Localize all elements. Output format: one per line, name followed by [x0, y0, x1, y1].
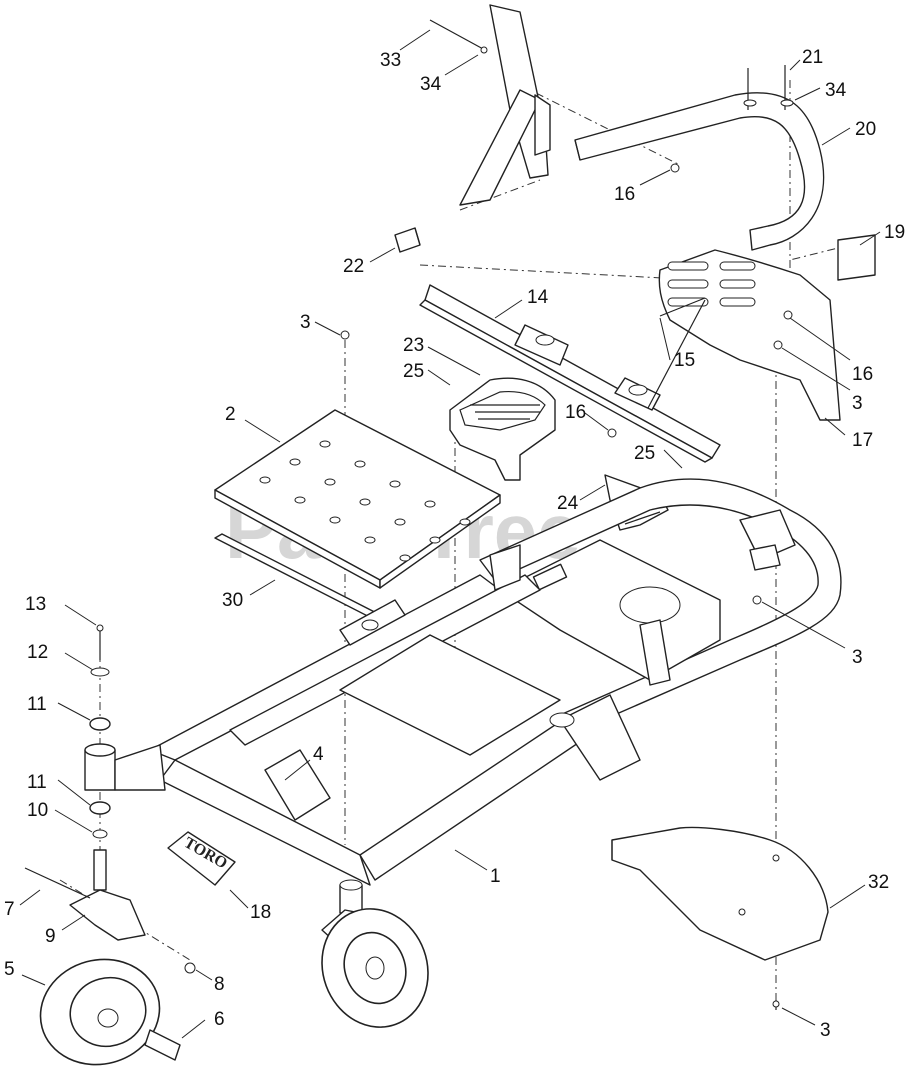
- callout-3: 3: [852, 393, 863, 414]
- callout-34: 34: [420, 74, 442, 95]
- callout-1: 1: [490, 866, 501, 887]
- decal-19: [837, 234, 876, 281]
- callout-4: 4: [313, 744, 324, 765]
- callout-16: 16: [852, 364, 873, 385]
- callout-2: 2: [225, 404, 236, 425]
- callout-17: 17: [852, 430, 873, 451]
- side-panel-17: [658, 249, 841, 421]
- callout-10: 10: [27, 800, 48, 821]
- bolt-3-top: [340, 330, 350, 340]
- callout-24: 24: [557, 493, 579, 514]
- callout-7: 7: [4, 899, 15, 920]
- handle-20: [574, 92, 825, 251]
- floor-pan-holes: [259, 440, 471, 562]
- caster-stack-left: [24, 630, 196, 974]
- callout-3: 3: [852, 647, 863, 668]
- bolts-21: [743, 65, 794, 110]
- callout-3: 3: [820, 1020, 831, 1041]
- callout-33: 33: [380, 50, 401, 71]
- support-bar-14: [419, 284, 721, 463]
- callout-14: 14: [527, 287, 549, 308]
- grille-cover-23: [449, 377, 556, 481]
- callout-34: 34: [825, 80, 847, 101]
- caster-wheel-right: [321, 879, 429, 1028]
- callout-19: 19: [884, 222, 905, 243]
- callout-12: 12: [27, 642, 48, 663]
- callout-30: 30: [222, 590, 243, 611]
- block-22: [394, 227, 421, 253]
- leader-lines: [19, 29, 881, 1039]
- floor-pan-2: [214, 409, 501, 589]
- callout-18: 18: [250, 902, 271, 923]
- callout-25: 25: [634, 443, 655, 464]
- plate-4: [264, 749, 331, 821]
- callout-20: 20: [855, 119, 876, 140]
- axle-6: [144, 1029, 181, 1061]
- callout-6: 6: [214, 1009, 225, 1030]
- callout-11: 11: [27, 772, 47, 793]
- callout-5: 5: [4, 959, 15, 980]
- callout-23: 23: [403, 335, 424, 356]
- callout-22: 22: [343, 256, 364, 277]
- bolt-3-bottom-head: [772, 1000, 780, 1008]
- bolt-3-frame: [752, 595, 762, 605]
- callout-8: 8: [214, 974, 225, 995]
- bolt-15: [659, 297, 706, 317]
- bolt-13: [96, 624, 104, 632]
- callout-labels: 33 34 21 34 20 16 19 22 14 3 23 25 15 16…: [4, 47, 905, 1041]
- nut-16: [670, 163, 680, 173]
- callout-15: 15: [674, 350, 695, 371]
- belt-cover-32: [611, 826, 829, 961]
- bolt-33: [429, 19, 488, 54]
- callout-16: 16: [565, 402, 586, 423]
- callout-9: 9: [45, 926, 56, 947]
- main-frame-1: [149, 478, 842, 886]
- nut-16b: [607, 428, 617, 438]
- callout-11: 11: [27, 694, 47, 715]
- callout-13: 13: [25, 594, 46, 615]
- callout-25: 25: [403, 361, 424, 382]
- callout-21: 21: [802, 47, 823, 68]
- toro-logo-18: TORO: [167, 831, 236, 886]
- callout-3: 3: [300, 312, 311, 333]
- upper-bracket: [459, 4, 551, 206]
- callout-16: 16: [614, 184, 635, 205]
- callout-32: 32: [868, 872, 889, 893]
- wheel-5: [39, 958, 161, 1066]
